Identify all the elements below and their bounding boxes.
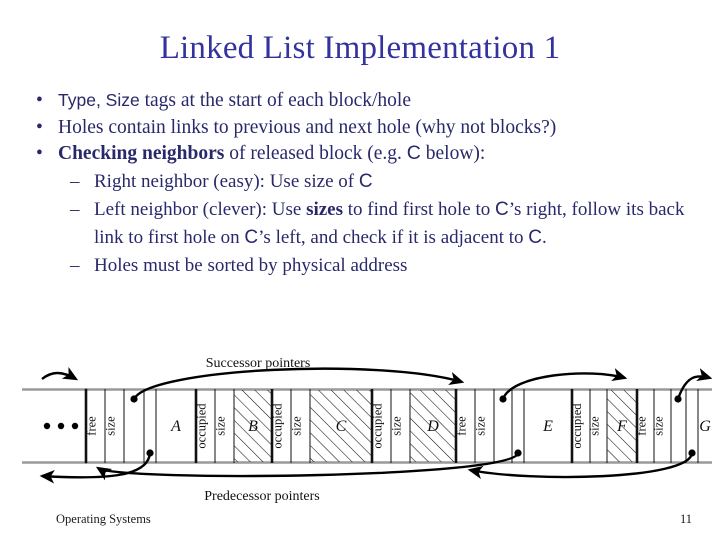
- hatched-block-fill: [234, 390, 637, 462]
- block-label-E: E: [542, 418, 553, 435]
- sub-bullet-marker: –: [70, 198, 80, 220]
- sub-bullet-text: Left neighbor (clever): Use: [94, 198, 307, 220]
- tag-occupied: occupied: [195, 403, 209, 449]
- bullet-text: below):: [420, 143, 486, 164]
- bullet-text-emphasis: Type, Size: [58, 90, 140, 110]
- tag-size: size: [104, 416, 118, 436]
- block-label-G: G: [699, 418, 711, 435]
- ellipsis-dots: [43, 422, 79, 430]
- bullet-text-bold: Checking neighbors: [58, 143, 225, 164]
- bullet-item: • Holes contain links to previous and ne…: [24, 115, 700, 141]
- bullet-marker: •: [36, 143, 43, 164]
- sub-bullet-text: to find first hole to: [343, 198, 495, 220]
- tag-size: size: [390, 416, 404, 436]
- sub-bullet-text: ’s right, follow its back link to first …: [94, 198, 685, 248]
- sub-bullet-text-block-c: C: [528, 226, 543, 248]
- tag-size: size: [290, 416, 304, 436]
- tag-size: size: [652, 416, 666, 436]
- bullet-text-block-c: C: [406, 142, 421, 164]
- successor-pointers-caption: Successor pointers: [206, 356, 311, 371]
- sub-bullet-text: ’s left, and check if it is adjacent to: [258, 226, 529, 248]
- tag-occupied: occupied: [570, 403, 584, 449]
- slide-page-number: 11: [679, 512, 692, 526]
- tag-occupied: occupied: [271, 403, 285, 449]
- block-label-D: D: [426, 418, 439, 435]
- sub-bullet-marker: –: [70, 254, 80, 276]
- sub-bullet-marker: –: [70, 170, 80, 192]
- sub-bullet-text-block-c: C: [495, 198, 509, 220]
- bullet-item: • Type, Size tags at the start of each b…: [24, 88, 700, 114]
- bullet-marker: •: [36, 90, 43, 111]
- bullet-item: • Checking neighbors of released block (…: [24, 141, 700, 167]
- sub-bullet-text: .: [542, 226, 547, 248]
- bullet-marker: •: [36, 116, 43, 138]
- bullet-text: Holes contain links to previous and next…: [58, 116, 557, 138]
- sub-bullet-item: – Holes must be sorted by physical addre…: [24, 252, 700, 280]
- sub-bullet-item: – Left neighbor (clever): Use sizes to f…: [24, 196, 700, 252]
- successor-pointer-dots: [130, 395, 682, 403]
- sub-bullet-text-block-c: C: [358, 170, 373, 192]
- block-label-A: A: [170, 418, 181, 435]
- footer-label: Operating Systems: [56, 512, 151, 526]
- bullet-text: of released block (e.g.: [224, 143, 407, 164]
- block-label-C: C: [336, 418, 347, 435]
- predecessor-pointers-caption: Predecessor pointers: [204, 489, 319, 504]
- sub-bullet-text: Right neighbor (easy): Use size of: [94, 170, 359, 192]
- block-label-F: F: [616, 418, 627, 435]
- sub-bullet-text-bold: sizes: [306, 198, 344, 220]
- bullet-text: tags at the start of each block/hole: [139, 90, 411, 111]
- tag-occupied: occupied: [371, 403, 385, 449]
- block-label-B: B: [248, 418, 258, 435]
- tag-free: free: [455, 416, 469, 436]
- sub-bullet-text-block-c: C: [244, 226, 259, 248]
- tag-size: size: [588, 416, 602, 436]
- page-title: Linked List Implementation 1: [159, 30, 561, 66]
- tag-size: size: [214, 416, 228, 436]
- predecessor-pointer-dots: [146, 449, 696, 457]
- memory-linked-list-diagram: free size occupied size occupied size oc…: [0, 352, 720, 504]
- successor-arrows: [41, 366, 713, 400]
- tag-free: free: [635, 416, 649, 436]
- sub-bullet-text: Holes must be sorted by physical address: [94, 254, 408, 276]
- predecessor-arrows: [39, 452, 694, 484]
- sub-bullet-item: – Right neighbor (easy): Use size of C: [24, 168, 700, 196]
- tag-free: free: [85, 416, 99, 436]
- tag-size: size: [474, 416, 488, 436]
- slide-body: • Type, Size tags at the start of each b…: [24, 88, 700, 280]
